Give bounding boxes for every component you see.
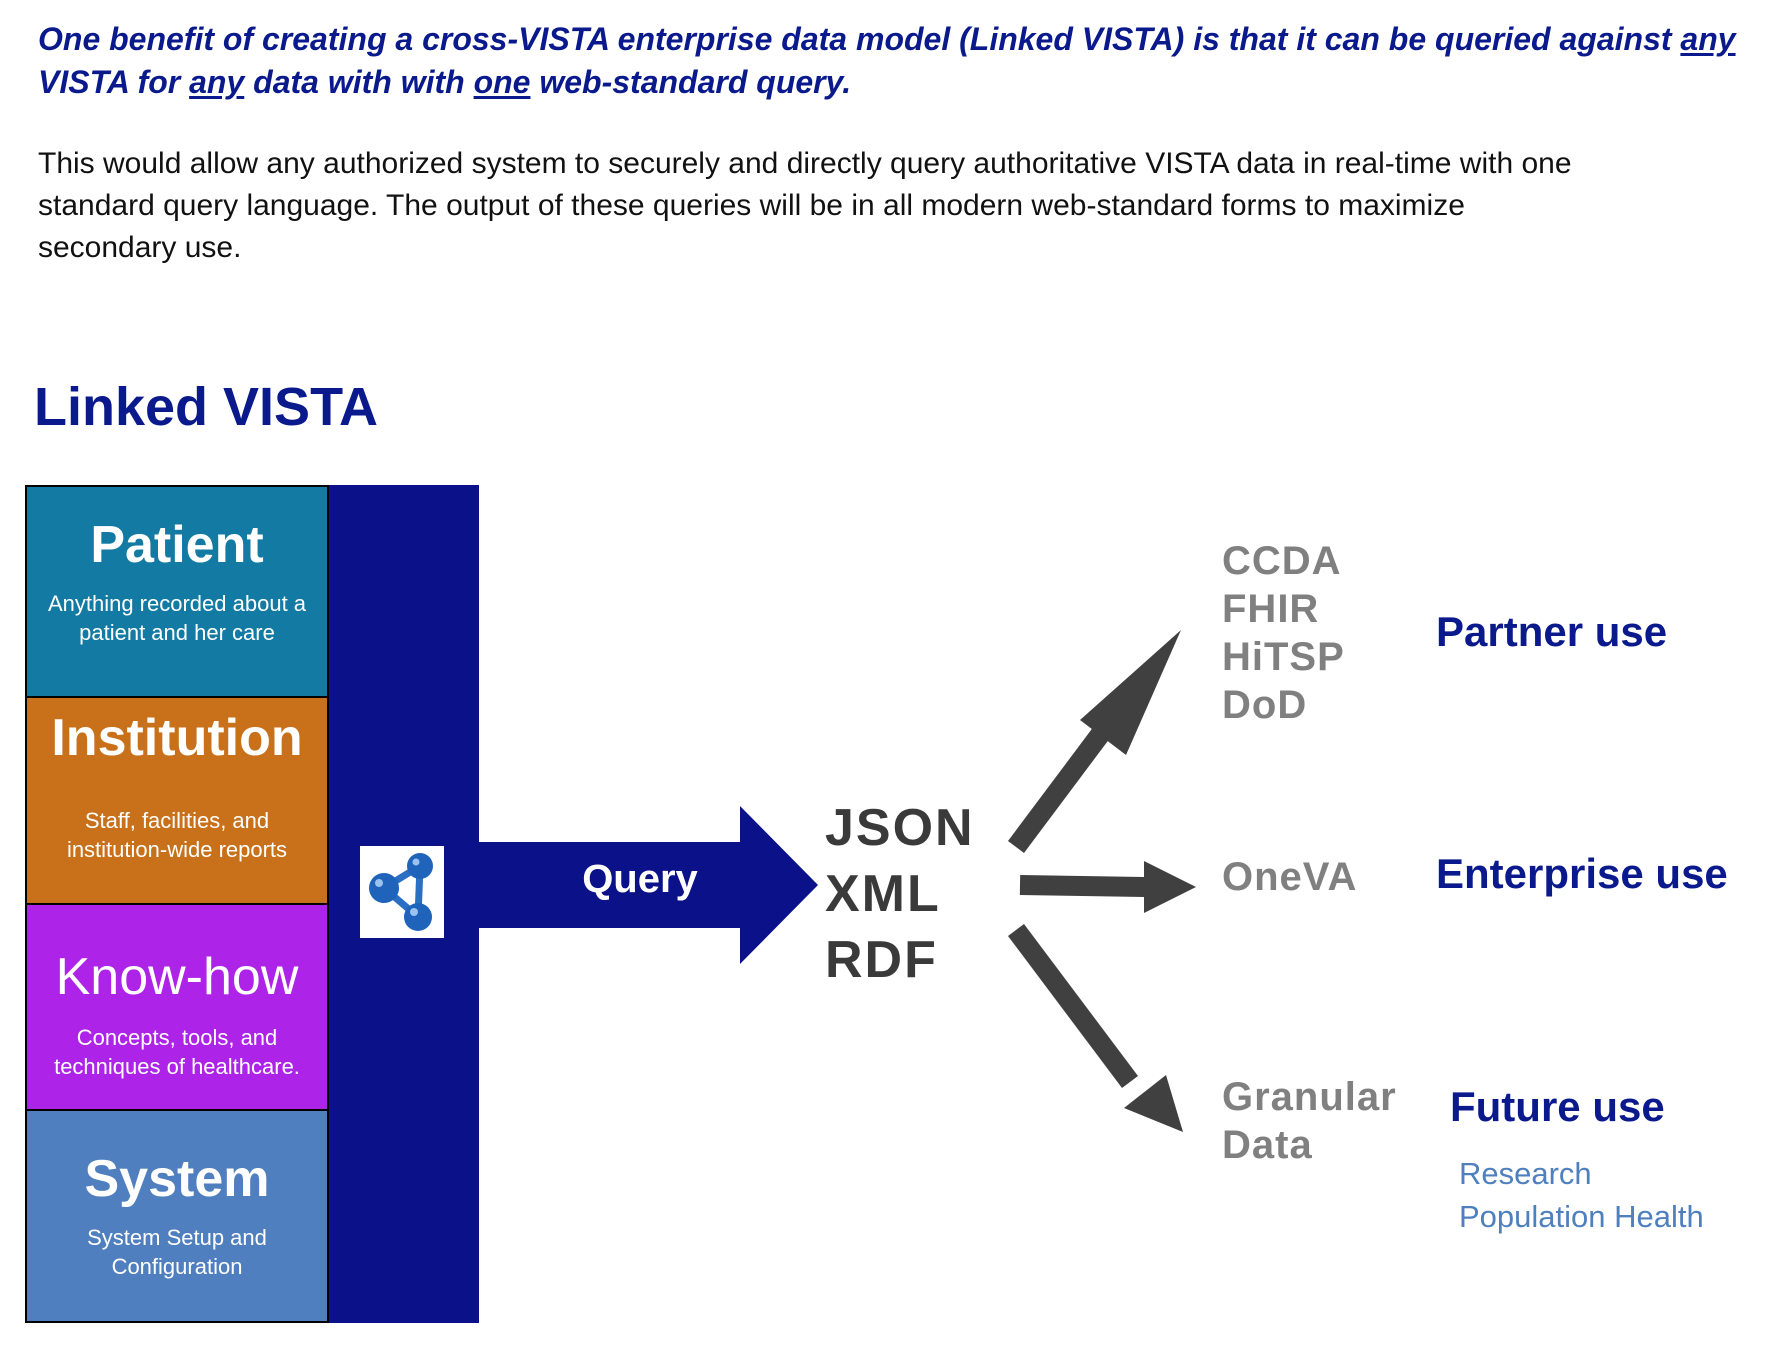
partner-standards: CCDA FHIR HiTSP DoD bbox=[1222, 537, 1345, 729]
institution-box: Institution Staff, facilities, and insti… bbox=[25, 696, 329, 905]
standard-item: OneVA bbox=[1222, 855, 1358, 899]
system-box: System System Setup and Configuration bbox=[25, 1109, 329, 1323]
future-arrow-head bbox=[1124, 1075, 1183, 1132]
system-description: System Setup and Configuration bbox=[87, 1225, 267, 1279]
future-use-items: Research Population Health bbox=[1459, 1152, 1704, 1238]
data-item: Data bbox=[1222, 1123, 1313, 1167]
partner-arrow-head bbox=[1080, 630, 1181, 755]
output-formats: JSON XML RDF bbox=[825, 795, 975, 993]
future-item-research: Research bbox=[1459, 1156, 1592, 1191]
institution-description: Staff, facilities, and institution-wide … bbox=[66, 808, 288, 862]
headline-text: VISTA for bbox=[38, 64, 190, 100]
patient-box: Patient Anything recorded about a patien… bbox=[25, 485, 329, 698]
diagram-title: Linked VISTA bbox=[34, 377, 379, 437]
future-use-label: Future use bbox=[1450, 1083, 1665, 1130]
headline: One benefit of creating a cross-VISTA en… bbox=[38, 18, 1738, 104]
intro-paragraph: This would allow any authorized system t… bbox=[38, 147, 1572, 264]
headline-underline-one: one bbox=[473, 64, 531, 100]
enterprise-standards: OneVA bbox=[1222, 853, 1357, 901]
partner-use-label: Partner use bbox=[1436, 608, 1668, 655]
patient-description: Anything recorded about a patient and he… bbox=[47, 591, 307, 645]
format-xml: XML bbox=[825, 865, 941, 923]
data-item: Granular bbox=[1222, 1075, 1397, 1119]
headline-text: data with with bbox=[244, 64, 474, 100]
enterprise-use-label: Enterprise use bbox=[1436, 850, 1728, 897]
headline-text: One benefit of creating a cross-VISTA en… bbox=[38, 21, 1681, 57]
future-data: Granular Data bbox=[1222, 1073, 1397, 1169]
system-title: System bbox=[84, 1150, 270, 1208]
headline-underline-any: any bbox=[189, 64, 245, 100]
headline-underline-any: any bbox=[1680, 21, 1736, 57]
headline-text: web-standard query. bbox=[530, 64, 852, 100]
standard-item: FHIR bbox=[1222, 587, 1320, 631]
query-arrow bbox=[478, 806, 818, 964]
linked-data-network-icon bbox=[360, 846, 444, 938]
institution-title: Institution bbox=[51, 709, 303, 767]
query-label: Query bbox=[582, 857, 698, 901]
enterprise-arrow-head bbox=[1144, 861, 1196, 913]
patient-title: Patient bbox=[90, 516, 264, 574]
format-rdf: RDF bbox=[825, 931, 938, 989]
enterprise-arrow-shaft bbox=[1019, 875, 1146, 897]
know-how-title: Know-how bbox=[55, 948, 299, 1006]
format-json: JSON bbox=[825, 799, 975, 857]
standard-item: DoD bbox=[1222, 683, 1308, 727]
know-how-box: Know-how Concepts, tools, and techniques… bbox=[25, 903, 329, 1111]
standard-item: HiTSP bbox=[1222, 635, 1345, 679]
future-item-population-health: Population Health bbox=[1459, 1199, 1704, 1234]
future-arrow-shaft bbox=[1008, 924, 1138, 1088]
standard-item: CCDA bbox=[1222, 539, 1342, 583]
know-how-description: Concepts, tools, and techniques of healt… bbox=[54, 1025, 300, 1079]
